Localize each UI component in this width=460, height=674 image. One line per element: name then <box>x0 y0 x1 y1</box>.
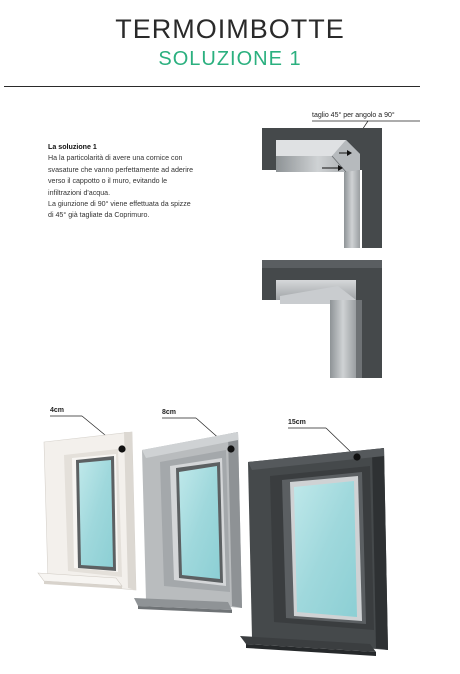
corner-piece-cut <box>262 120 420 248</box>
page-title: TERMOIMBOTTE <box>115 14 345 44</box>
description-heading: La soluzione 1 <box>48 143 97 151</box>
frame-15cm <box>240 427 388 656</box>
corner-piece-assembled <box>262 260 382 378</box>
frame-size-label-8cm: 8cm <box>162 409 177 416</box>
description-block: La soluzione 1 Ha la particolarità di av… <box>48 142 198 222</box>
page-subtitle: SOLUZIONE 1 <box>158 48 302 70</box>
frame-4cm <box>37 415 137 591</box>
corner-cut-label: taglio 45° per angolo a 90° <box>312 112 395 119</box>
description-paragraph-2: La giunzione di 90° viene effettuata da … <box>48 200 191 220</box>
frame-size-label-15cm: 15cm <box>288 419 306 426</box>
frame-8cm <box>134 417 242 613</box>
description-paragraph-1: Ha la particolarità di avere una cornice… <box>48 154 194 197</box>
frame-size-label-4cm: 4cm <box>50 407 65 414</box>
header-divider <box>4 86 420 87</box>
